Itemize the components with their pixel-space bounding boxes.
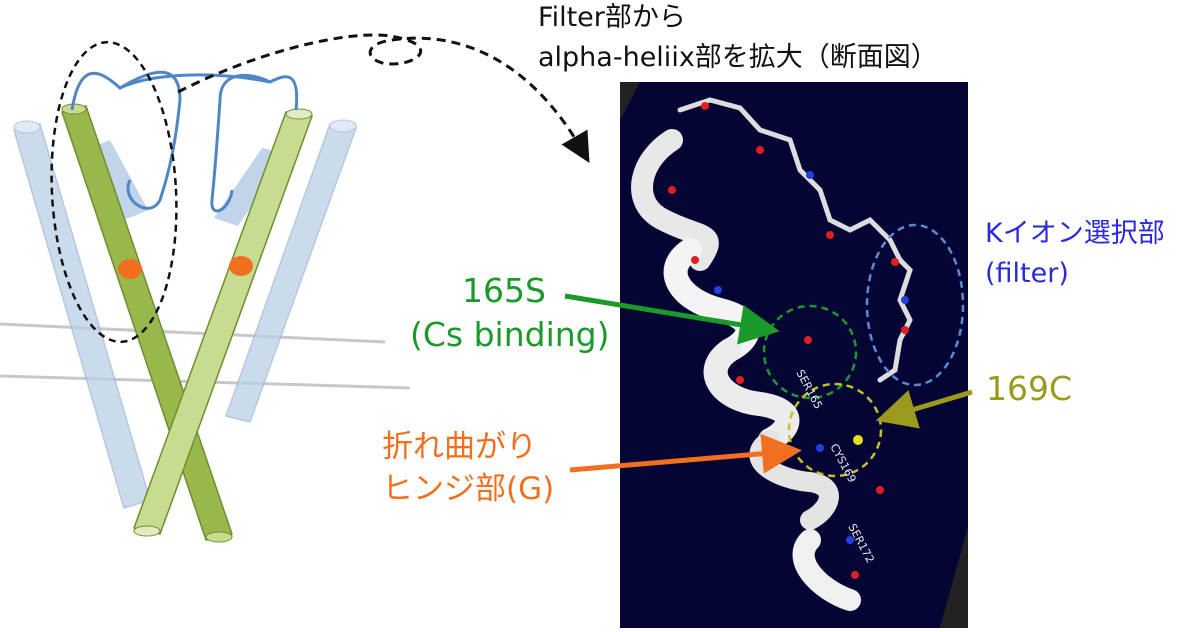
title-line-2: alpha-heliix部を拡大（断面図） [538, 42, 938, 73]
title-line-1: Filter部から [538, 2, 686, 33]
hinge-sublabel: ヒンジ部(G) [382, 471, 555, 507]
hinge-label: 折れ曲がり [382, 429, 537, 465]
hinge-marker-right [229, 256, 253, 276]
structure-panel [620, 82, 968, 628]
ser165-circle [762, 304, 858, 400]
k-selectivity-sublabel: (filter) [985, 258, 1069, 289]
s165-sublabel: (Cs binding) [410, 315, 610, 354]
backbone-chain [677, 97, 913, 383]
hinge-marker-left [118, 259, 142, 279]
cys169-circle [787, 382, 883, 478]
inner-helix-right [133, 108, 314, 537]
channel-schematic [13, 40, 358, 543]
hinge-arrow [569, 433, 802, 474]
zoom-connector-arrow [177, 33, 590, 163]
s165-arrow [564, 293, 780, 345]
outer-helix-right [225, 119, 358, 423]
zoom-selection-ellipse [50, 40, 178, 344]
c169-label: 169C [986, 369, 1073, 408]
k-selectivity-label: Kイオン選択部 [985, 218, 1165, 249]
c169-arrow [875, 389, 973, 429]
filter-region-circle [865, 223, 965, 387]
s165-label: 165S [462, 271, 546, 310]
